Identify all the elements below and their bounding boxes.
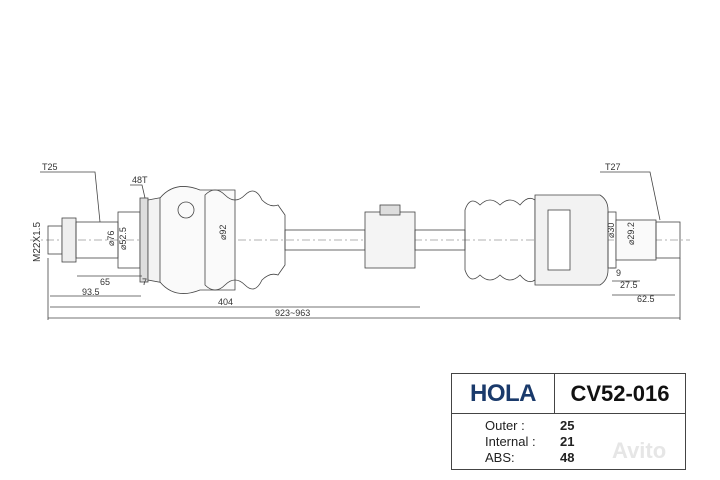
spec-value: 25 xyxy=(560,418,575,433)
spec-row-internal: Internal : 21 xyxy=(485,434,574,450)
spec-table: HOLA CV52-016 Outer : 25 Internal : 21 ABS… xyxy=(451,373,686,470)
spec-label: Outer : xyxy=(485,418,525,433)
brand-logo: HOLA xyxy=(470,379,537,407)
dim-65: 65 xyxy=(100,277,110,287)
dim-7: 7 xyxy=(142,277,147,287)
dim-404: 404 xyxy=(218,297,233,307)
spec-value: 21 xyxy=(560,434,575,449)
dim-76: ⌀76 xyxy=(106,231,116,246)
label-t25: T25 xyxy=(42,162,58,172)
dim-total: 923~963 xyxy=(275,308,310,318)
spec-value: 48 xyxy=(560,450,575,465)
watermark: Avito xyxy=(612,438,667,463)
dim-92: ⌀92 xyxy=(218,225,228,240)
spec-label: Internal : xyxy=(485,434,536,449)
spec-row-outer: Outer : 25 xyxy=(485,418,574,434)
label-thread: M22X1.5 xyxy=(32,222,43,262)
part-number: CV52-016 xyxy=(570,380,670,406)
dim-62-5: 62.5 xyxy=(637,294,655,304)
dim-29-2: ⌀29.2 xyxy=(626,222,636,245)
spec-rows: Outer : 25 Internal : 21 ABS: 48 xyxy=(485,418,574,466)
dim-52-5: ⌀52.5 xyxy=(118,227,128,250)
label-48t: 48T xyxy=(132,175,148,185)
dim-27-5: 27.5 xyxy=(620,280,638,290)
dim-93-5: 93.5 xyxy=(82,287,100,297)
dim-9: 9 xyxy=(616,268,621,278)
label-t27: T27 xyxy=(605,162,621,172)
spec-label: ABS: xyxy=(485,450,515,465)
spec-row-abs: ABS: 48 xyxy=(485,450,574,466)
part-number-cell: CV52-016 xyxy=(555,374,685,414)
brand-cell: HOLA xyxy=(452,374,555,414)
dim-30: ⌀30 xyxy=(606,223,616,238)
